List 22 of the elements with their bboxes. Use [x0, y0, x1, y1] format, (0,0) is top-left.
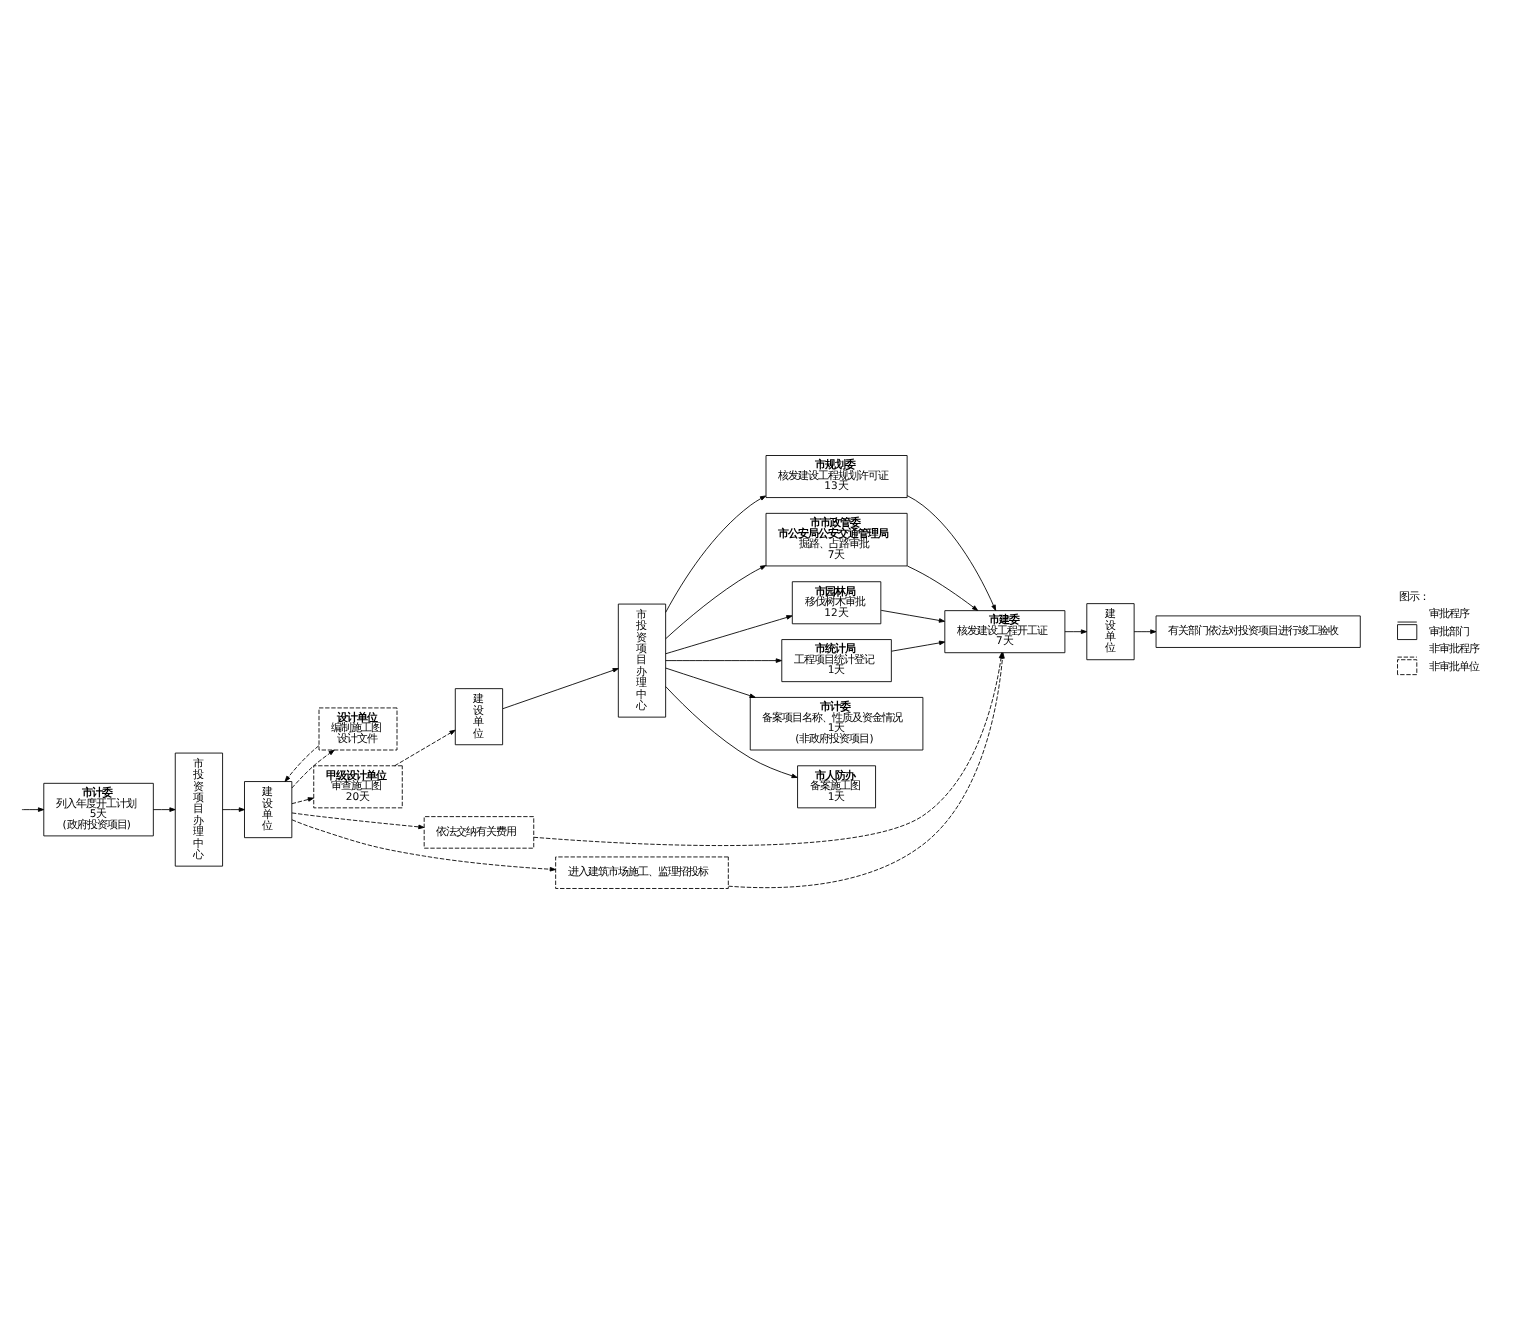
arrow	[291, 818, 556, 871]
arrow	[152, 806, 176, 811]
arrow	[665, 657, 782, 662]
arrow	[291, 796, 314, 804]
arrow	[502, 667, 619, 709]
arrow	[665, 494, 767, 612]
arrow	[665, 666, 756, 697]
arrow	[665, 685, 798, 778]
arrow	[222, 806, 245, 811]
arrow	[291, 811, 425, 829]
arrow	[880, 608, 945, 622]
arrow	[906, 564, 979, 610]
arrow	[665, 614, 793, 654]
arrow	[21, 806, 45, 811]
arrow	[891, 639, 946, 651]
arrow	[665, 564, 767, 639]
arrow	[291, 748, 335, 788]
arrow	[1064, 628, 1087, 633]
arrow	[284, 744, 320, 781]
arrow	[906, 494, 997, 610]
arrow	[1133, 628, 1157, 633]
arrow	[394, 728, 456, 766]
